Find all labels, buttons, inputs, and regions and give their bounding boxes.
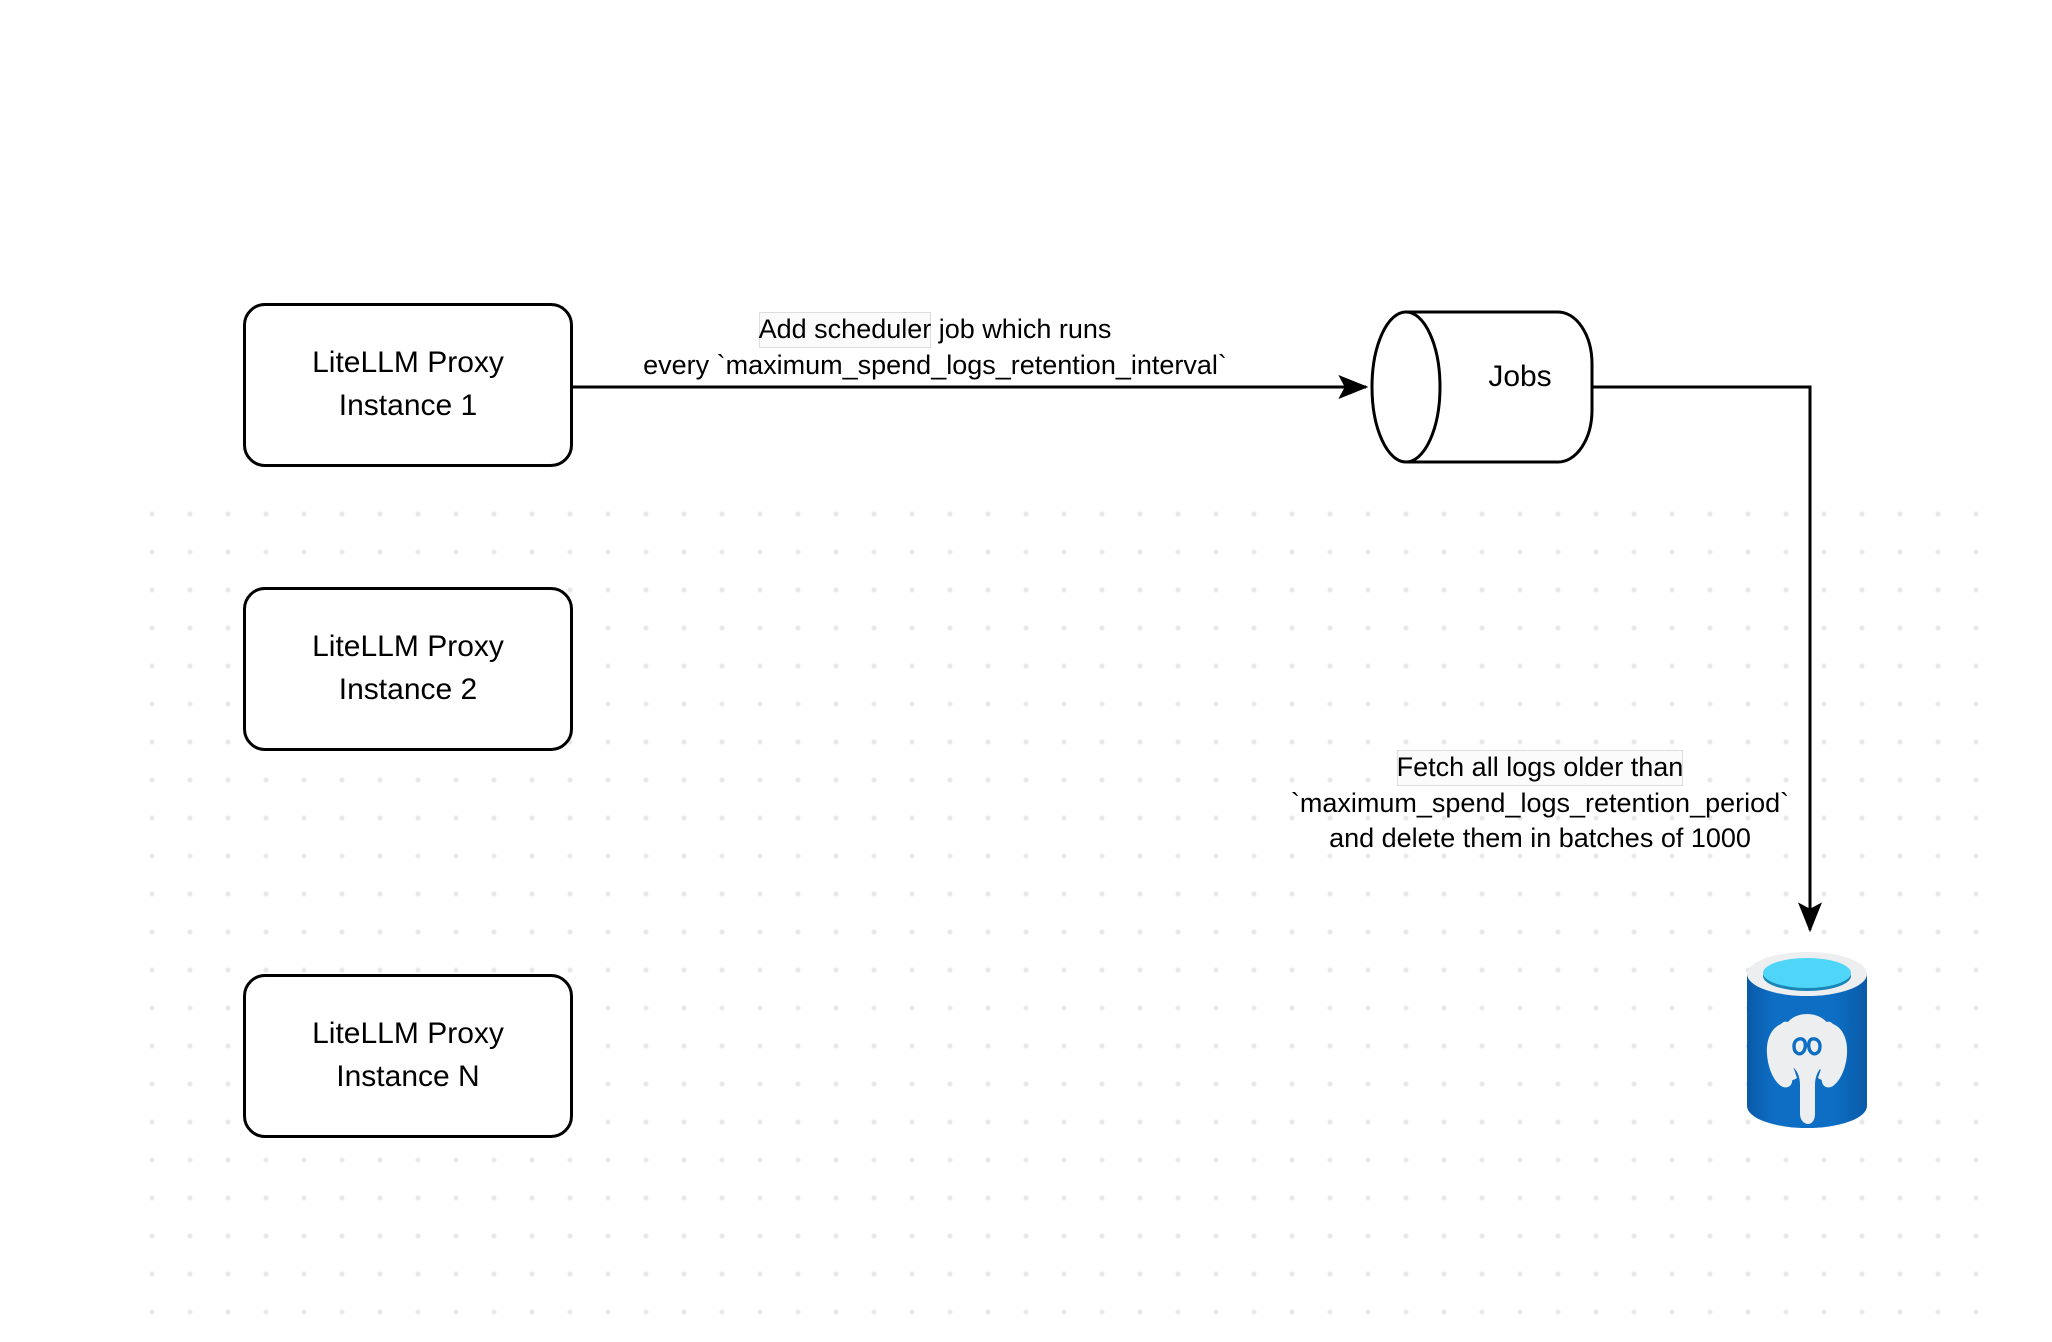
node-label-line2: Instance 1	[338, 389, 478, 422]
edge-label-fetch-line3: and delete them in batches of 1000	[1329, 823, 1751, 854]
node-label-line1: LiteLLM Proxy	[312, 346, 504, 380]
edge-label-fetch-line1: Fetch all logs older than	[1396, 750, 1684, 786]
node-label-line2: Instance 2	[338, 673, 478, 706]
node-label-line1: LiteLLM Proxy	[312, 630, 504, 664]
edge-label-scheduler-line1: Add scheduler job which runs	[585, 312, 1285, 348]
node-litellm-proxy-instance-n[interactable]: LiteLLM Proxy Instance N	[243, 974, 573, 1138]
edge-label-scheduler: Add scheduler job which runs every `maxi…	[585, 312, 1285, 383]
edge-label-scheduler-line2: every `maximum_spend_logs_retention_inte…	[643, 349, 1227, 380]
connector-jobs-to-postgres	[1592, 385, 1822, 933]
edge-label-fetch: Fetch all logs older than `maximum_spend…	[1240, 750, 1840, 857]
node-label-line1: LiteLLM Proxy	[312, 1017, 504, 1051]
jobs-cylinder-shape	[1370, 310, 1594, 464]
node-label-line2: Instance N	[336, 1060, 480, 1093]
edge-label-scheduler-line1-rest: job which runs	[931, 314, 1112, 344]
edge-label-fetch-line2: `maximum_spend_logs_retention_period`	[1290, 787, 1790, 818]
postgres-elephant-eyes	[1792, 1037, 1822, 1056]
edge-label-scheduler-line1-highlight: Add scheduler	[758, 312, 932, 348]
postgresql-database-icon[interactable]	[1744, 948, 1870, 1134]
node-litellm-proxy-instance-2[interactable]: LiteLLM Proxy Instance 2	[243, 587, 573, 751]
edge-label-fetch-line1-wrap: Fetch all logs older than	[1240, 750, 1840, 786]
node-litellm-proxy-instance-1[interactable]: LiteLLM Proxy Instance 1	[243, 303, 573, 467]
node-jobs-label: Jobs	[1488, 360, 1552, 393]
